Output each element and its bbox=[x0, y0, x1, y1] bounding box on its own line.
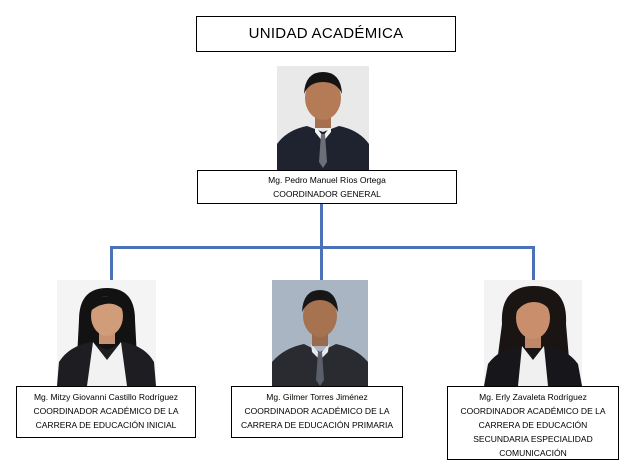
connector-center bbox=[320, 246, 323, 280]
coordinator-role-line: CARRERA DE EDUCACIÓN PRIMARIA bbox=[240, 420, 394, 430]
photo-general-coordinator bbox=[277, 66, 369, 170]
connector-left bbox=[110, 246, 113, 280]
coordinator-name: Mg. Mitzy Giovanni Castillo Rodríguez bbox=[33, 392, 179, 402]
coordinator-box-inicial: Mg. Mitzy Giovanni Castillo Rodríguez CO… bbox=[16, 386, 196, 438]
coordinator-role-line: CARRERA DE EDUCACIÓN bbox=[478, 420, 588, 430]
general-coordinator-role: COORDINADOR GENERAL bbox=[273, 189, 381, 199]
page-title: UNIDAD ACADÉMICA bbox=[248, 25, 404, 42]
general-coordinator-box: Mg. Pedro Manuel Ríos Ortega COORDINADOR… bbox=[197, 170, 457, 204]
coordinator-box-primaria: Mg. Gilmer Torres Jiménez COORDINADOR AC… bbox=[231, 386, 403, 438]
photo-coordinator-inicial bbox=[57, 280, 156, 386]
coordinator-role-line: COORDINADOR ACADÉMICO DE LA bbox=[244, 406, 390, 416]
coordinator-role-line: CARRERA DE EDUCACIÓN INICIAL bbox=[35, 420, 177, 430]
coordinator-role-line: COMUNICACIÓN bbox=[499, 448, 567, 458]
coordinator-role-line: COORDINADOR ACADÉMICO DE LA bbox=[460, 406, 606, 416]
general-coordinator-name: Mg. Pedro Manuel Ríos Ortega bbox=[268, 175, 386, 185]
photo-coordinator-secundaria bbox=[484, 280, 582, 386]
photo-coordinator-primaria bbox=[272, 280, 368, 386]
coordinator-box-secundaria: Mg. Erly Zavaleta Rodríguez COORDINADOR … bbox=[447, 386, 619, 460]
connector-right bbox=[532, 246, 535, 280]
coordinator-name: Mg. Erly Zavaleta Rodríguez bbox=[479, 392, 587, 402]
org-chart-title: UNIDAD ACADÉMICA bbox=[196, 16, 456, 52]
coordinator-name: Mg. Gilmer Torres Jiménez bbox=[266, 392, 368, 402]
connector-trunk bbox=[320, 204, 323, 248]
coordinator-role-line: SECUNDARIA ESPECIALIDAD bbox=[473, 434, 593, 444]
coordinator-role-line: COORDINADOR ACADÉMICO DE LA bbox=[33, 406, 179, 416]
